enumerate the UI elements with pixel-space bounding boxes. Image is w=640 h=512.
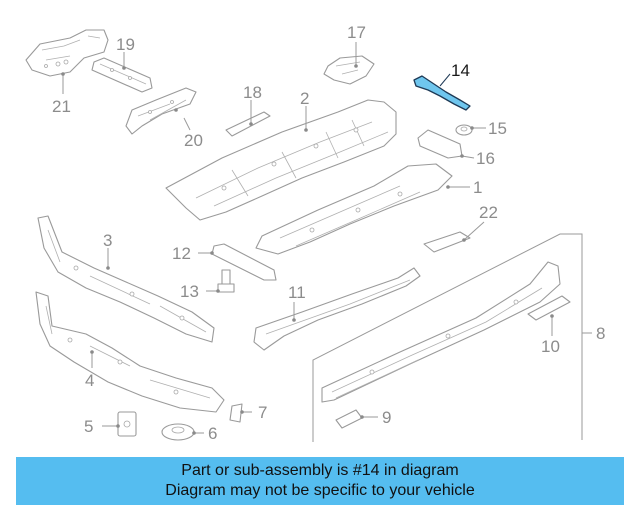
callout-14: 14 bbox=[451, 61, 470, 80]
part-10-drawing bbox=[527, 295, 571, 321]
part-14-drawing bbox=[413, 75, 471, 111]
part-16-drawing bbox=[417, 129, 463, 159]
callout-15: 15 bbox=[488, 119, 507, 138]
callout-16: 16 bbox=[476, 149, 495, 168]
callout-18: 18 bbox=[243, 83, 262, 102]
part-20-drawing bbox=[125, 87, 197, 135]
callout-1: 1 bbox=[473, 178, 482, 197]
callout-19: 19 bbox=[116, 35, 135, 54]
part-9-drawing bbox=[335, 409, 363, 429]
callout-labels: 21 19 20 18 17 2 14 15 16 1 22 3 12 13 1… bbox=[52, 23, 605, 443]
part-22-drawing bbox=[423, 231, 471, 253]
callout-20: 20 bbox=[184, 131, 203, 150]
banner-line-1: Part or sub-assembly is #14 in diagram bbox=[181, 462, 459, 479]
callout-17: 17 bbox=[347, 23, 366, 42]
part-19-drawing bbox=[91, 57, 153, 93]
callout-13: 13 bbox=[180, 282, 199, 301]
part-8-group-outline bbox=[312, 233, 583, 442]
callout-7: 7 bbox=[258, 403, 267, 422]
part-1-drawing bbox=[255, 163, 453, 255]
part-4-drawing bbox=[35, 291, 225, 413]
callout-8: 8 bbox=[596, 324, 605, 343]
callout-9: 9 bbox=[382, 408, 391, 427]
part-18-drawing bbox=[225, 111, 271, 137]
callout-10: 10 bbox=[541, 337, 560, 356]
part-6-drawing bbox=[161, 423, 195, 441]
part-15-drawing bbox=[455, 124, 473, 136]
banner-line-2: Diagram may not be specific to your vehi… bbox=[165, 482, 475, 499]
part-3-drawing bbox=[37, 215, 215, 343]
part-21-drawing bbox=[25, 29, 109, 77]
callout-5: 5 bbox=[84, 417, 93, 436]
part-17-drawing bbox=[323, 55, 375, 85]
part-7-drawing bbox=[229, 403, 243, 423]
part-2-drawing bbox=[165, 99, 397, 221]
callout-3: 3 bbox=[103, 231, 112, 250]
part-11-drawing bbox=[253, 267, 421, 351]
callout-12: 12 bbox=[172, 244, 191, 263]
callout-4: 4 bbox=[85, 371, 94, 390]
callout-21: 21 bbox=[52, 97, 71, 116]
callout-6: 6 bbox=[208, 424, 217, 443]
callout-11: 11 bbox=[288, 283, 306, 302]
part-5-drawing bbox=[117, 411, 137, 437]
callout-2: 2 bbox=[300, 89, 309, 108]
info-banner: Part or sub-assembly is #14 in diagram D… bbox=[16, 457, 624, 505]
leader-lines bbox=[61, 42, 592, 435]
callout-22: 22 bbox=[479, 203, 498, 222]
part-13-drawing bbox=[217, 269, 235, 293]
